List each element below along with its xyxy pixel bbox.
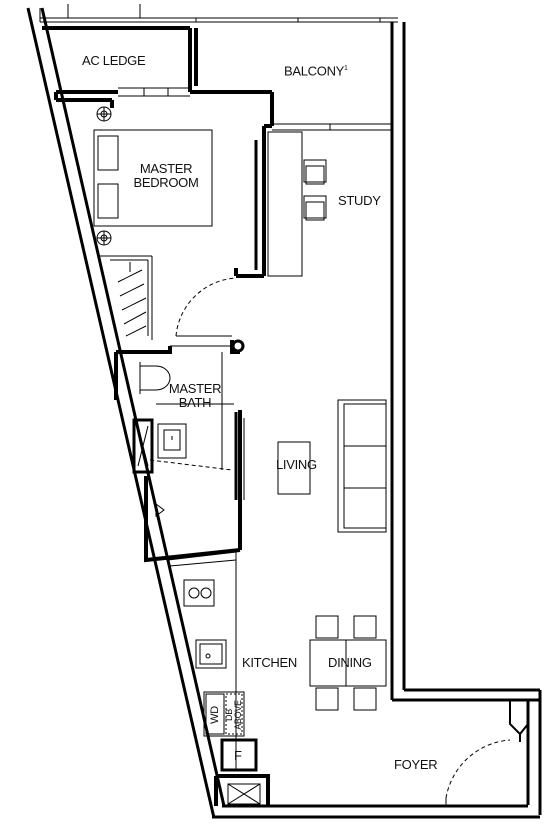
room-label-foyer: FOYER: [394, 757, 438, 772]
master-bedroom-line2: BEDROOM: [133, 175, 199, 190]
service-duct: [214, 774, 270, 806]
balcony-footnote: 1: [344, 65, 348, 72]
foyer-door-jamb: [509, 700, 529, 742]
master-bath-line1: MASTER: [168, 381, 222, 396]
exterior-wall-right: [212, 22, 542, 819]
master-bath-line2: BATH: [178, 395, 212, 410]
fridge: [220, 738, 258, 772]
exterior-wall-left: [26, 7, 226, 819]
dining-set: [309, 615, 387, 711]
study-desk: [267, 131, 303, 277]
room-label-ac-ledge: AC LEDGE: [82, 53, 146, 68]
room-label-living: LIVING: [276, 457, 317, 472]
coffee-table: [277, 441, 311, 495]
pillow-2: [97, 183, 119, 219]
master-bedroom-line1: MASTER: [139, 161, 193, 176]
bath-sliding-door: [234, 412, 245, 500]
bath-fixtures: [132, 352, 234, 517]
foyer-door-swing: [445, 739, 511, 799]
study-chair-2-back: [305, 201, 325, 221]
room-label-kitchen: KITCHEN: [242, 655, 297, 670]
interior-walls: [42, 26, 274, 278]
room-label-study: STUDY: [338, 193, 381, 208]
study-chair-1-back: [305, 165, 325, 185]
study-chair-1: [303, 159, 327, 183]
room-label-balcony: BALCONY1: [284, 62, 348, 78]
room-label-master-bedroom: MASTER BEDROOM: [128, 162, 204, 190]
db-above-line2: ABOVE: [233, 700, 243, 730]
balcony-sliding-door: [272, 123, 392, 131]
master-bed: [93, 129, 213, 227]
study-chair-2: [303, 195, 327, 219]
fixture-label-fridge: F: [234, 748, 242, 763]
bath-walls: [114, 339, 245, 563]
sofa: [337, 399, 387, 533]
top-railing: [39, 4, 398, 23]
wardrobe: [100, 255, 153, 340]
laundry-area: [203, 691, 245, 737]
balcony-name: BALCONY: [284, 63, 345, 79]
room-label-master-bath: MASTER BATH: [160, 382, 230, 410]
pillow-1: [97, 135, 119, 171]
room-label-dining: DINING: [328, 655, 372, 670]
fixture-label-washer-dryer: WD: [209, 706, 221, 724]
bedroom-window: [118, 87, 190, 97]
fixture-label-db-above: DB ABOVE: [224, 695, 243, 735]
bedroom-door-swing: [175, 277, 237, 337]
toilet: [139, 362, 171, 394]
